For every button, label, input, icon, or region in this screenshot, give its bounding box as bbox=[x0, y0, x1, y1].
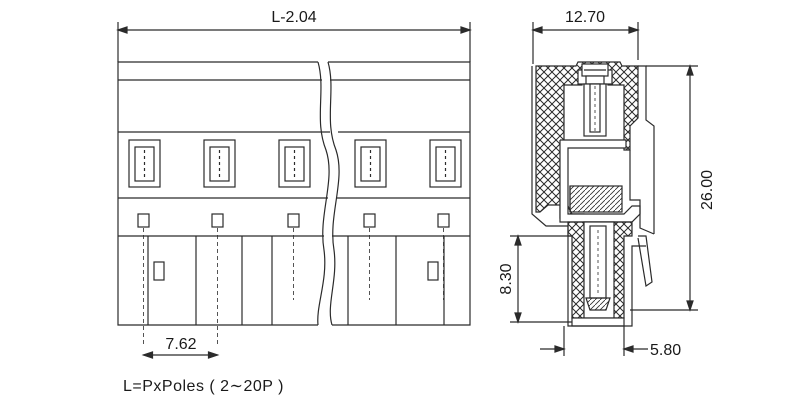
side-view bbox=[510, 22, 698, 356]
body-left-part bbox=[117, 61, 330, 326]
body-right-part bbox=[328, 61, 471, 326]
pin-holes bbox=[137, 213, 450, 228]
pin-slots bbox=[143, 228, 444, 345]
screw-head bbox=[581, 63, 609, 85]
pitch-label: 7.62 bbox=[165, 336, 196, 353]
screw-window bbox=[354, 139, 387, 188]
pin-offset-label: 5.80 bbox=[650, 342, 681, 359]
screw-window bbox=[429, 139, 462, 188]
side-height-dimension bbox=[630, 64, 698, 312]
overall-length-label: L-2.04 bbox=[271, 9, 316, 26]
screw-window bbox=[278, 139, 311, 188]
screw-window bbox=[128, 139, 161, 188]
screw-window bbox=[203, 139, 236, 188]
pin-length-label: 8.30 bbox=[498, 263, 515, 294]
screw-shaft bbox=[583, 83, 607, 137]
pin-length-dimension bbox=[510, 234, 572, 324]
wire-clamp bbox=[559, 139, 641, 223]
side-width-dimension bbox=[531, 22, 640, 64]
pitch-dimension bbox=[141, 351, 220, 359]
lower-body bbox=[567, 221, 633, 327]
side-width-label: 12.70 bbox=[565, 9, 605, 26]
overall-length-dimension bbox=[116, 22, 472, 62]
side-height-label: 26.00 bbox=[699, 170, 716, 210]
side-outline bbox=[531, 66, 646, 327]
poles-formula-note: L=PxPoles ( 2∼20P ) bbox=[123, 378, 284, 395]
front-view bbox=[116, 22, 472, 359]
latch bbox=[629, 65, 655, 288]
pin-offset-dimension bbox=[540, 326, 648, 356]
break-lines bbox=[317, 61, 340, 326]
